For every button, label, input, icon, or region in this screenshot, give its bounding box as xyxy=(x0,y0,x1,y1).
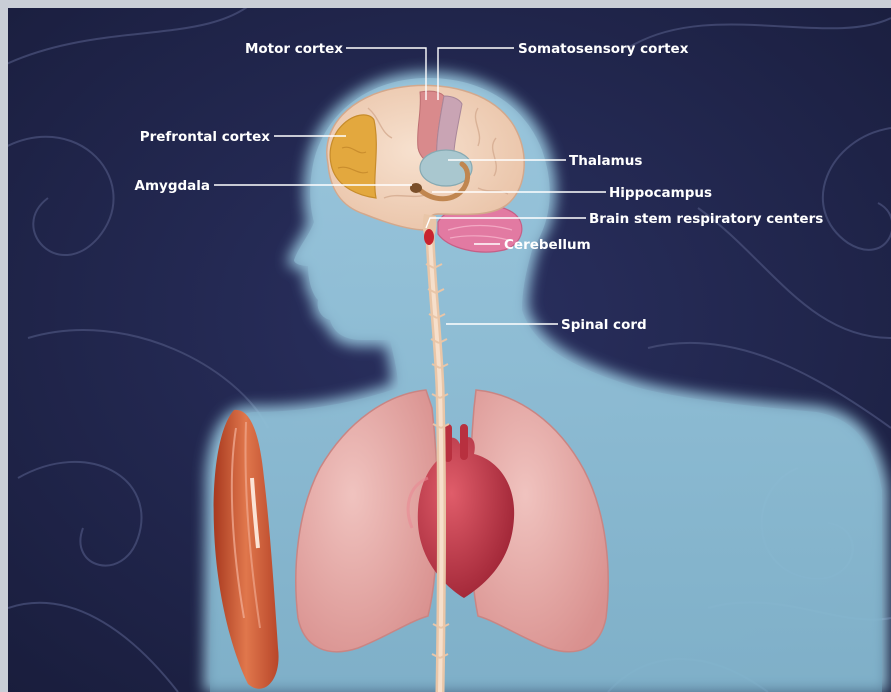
label-cerebellum: Cerebellum xyxy=(504,237,591,253)
label-spinal-cord: Spinal cord xyxy=(561,317,647,333)
label-hippocampus: Hippocampus xyxy=(609,185,712,201)
diagram-canvas: Motor cortex Somatosensory cortex Prefro… xyxy=(8,8,891,692)
label-motor-cortex: Motor cortex xyxy=(245,41,343,57)
label-thalamus: Thalamus xyxy=(569,153,642,169)
anatomy-diagram: Motor cortex Somatosensory cortex Prefro… xyxy=(8,8,891,692)
label-amygdala: Amygdala xyxy=(135,178,211,194)
label-brain-stem: Brain stem respiratory centers xyxy=(589,211,823,227)
label-prefrontal-cortex: Prefrontal cortex xyxy=(140,129,271,145)
brain-stem-respiratory-center xyxy=(424,229,434,245)
label-somatosensory-cortex: Somatosensory cortex xyxy=(518,41,689,57)
